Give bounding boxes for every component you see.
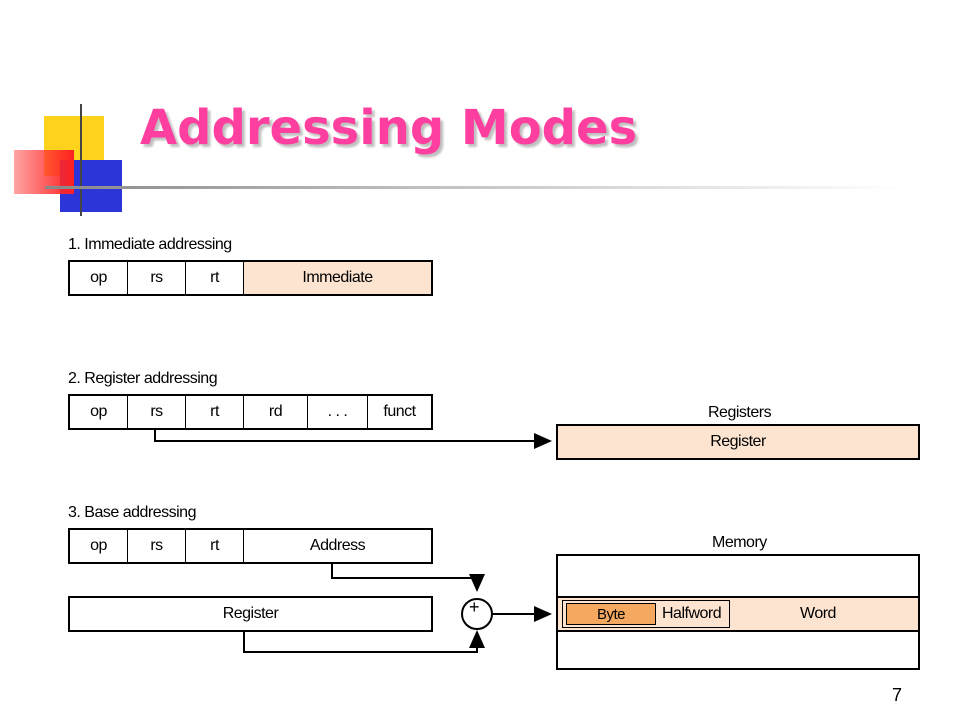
field-rs: rs — [128, 396, 186, 428]
field-op: op — [70, 396, 128, 428]
base-addressing-label: 3. Base addressing — [68, 504, 196, 521]
memory-caption: Memory — [712, 534, 767, 551]
field-immediate: Immediate — [244, 262, 431, 294]
field-rt: rt — [186, 396, 244, 428]
field-shamt-ellipsis: . . . — [308, 396, 368, 428]
adder-circle — [461, 598, 493, 630]
memory-byte-cell: Byte — [566, 603, 656, 625]
register-instruction-format: op rs rt rd . . . funct — [68, 394, 433, 430]
field-rt: rt — [186, 530, 244, 562]
memory-halfword-label: Halfword — [662, 605, 722, 622]
field-op: op — [70, 262, 128, 294]
field-rs: rs — [128, 530, 186, 562]
immediate-instruction-format: op rs rt Immediate — [68, 260, 433, 296]
adder-symbol: + — [469, 597, 480, 617]
immediate-addressing-label: 1. Immediate addressing — [68, 236, 232, 253]
address-to-adder-arrow — [331, 564, 485, 592]
field-op: op — [70, 530, 128, 562]
rs-to-register-arrow — [154, 430, 552, 449]
register-to-adder-arrow — [243, 630, 485, 653]
field-rt: rt — [186, 262, 244, 294]
title-underline — [45, 186, 905, 189]
slide-number: 7 — [891, 685, 902, 705]
register-addressing-label: 2. Register addressing — [68, 370, 218, 387]
field-funct: funct — [383, 403, 416, 420]
slide-title: Addressing Modes — [140, 100, 638, 156]
registers-caption: Registers — [708, 404, 772, 421]
field-rs: rs — [128, 262, 186, 294]
memory-halfword-cell — [562, 600, 730, 628]
base-instruction-format: op rs rt Address — [68, 528, 433, 564]
field-address: Address — [309, 537, 366, 554]
decorative-vertical-line — [80, 104, 82, 216]
field-rd: rd — [244, 396, 308, 428]
register-file-box: Register — [556, 424, 920, 460]
base-register-box: Register — [68, 596, 433, 632]
memory-word-label: Word — [800, 605, 836, 622]
